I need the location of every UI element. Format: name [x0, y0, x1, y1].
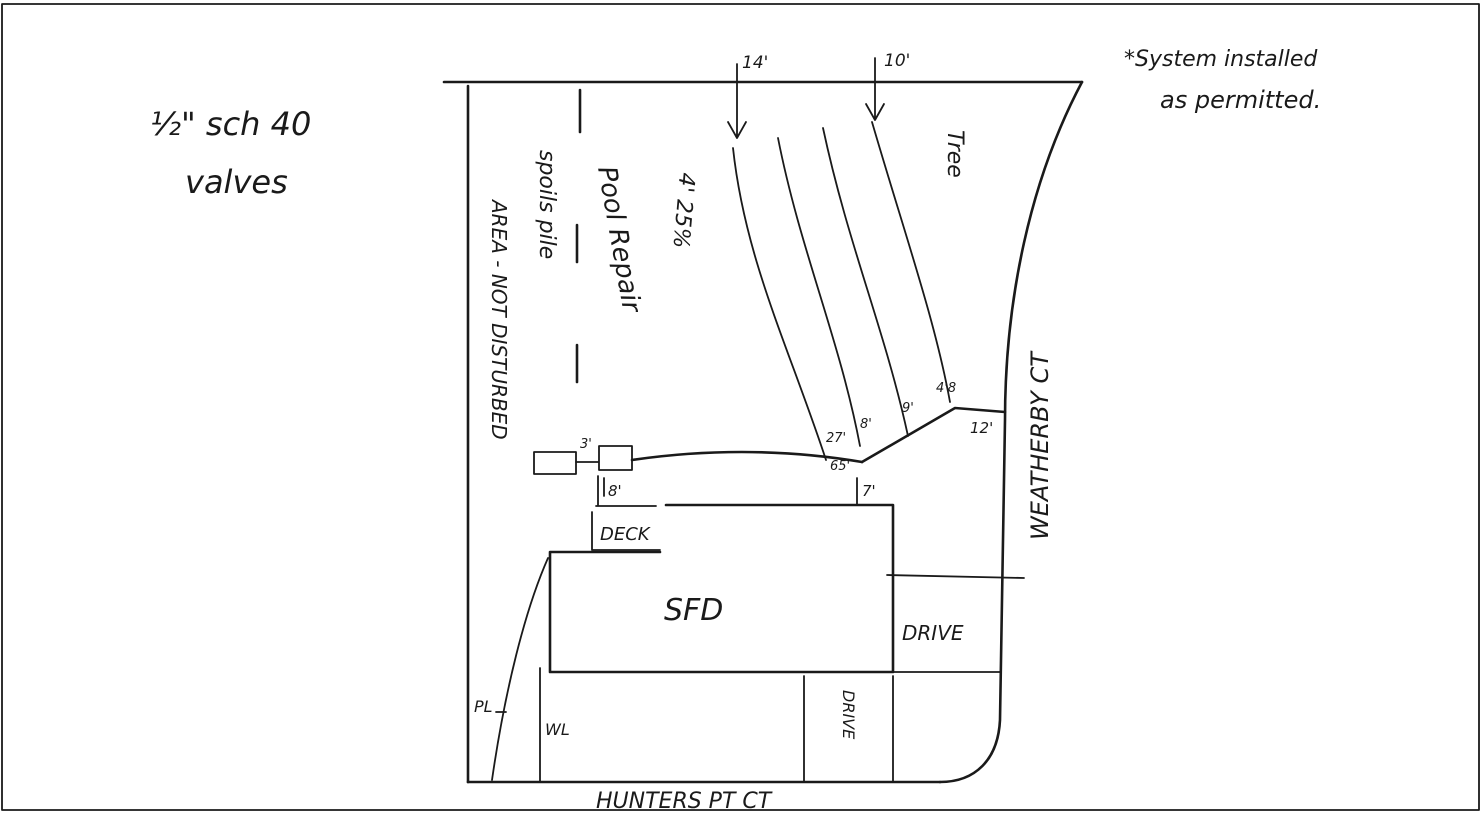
- house-outline: [548, 503, 895, 674]
- system-note-line2: as permitted.: [1160, 86, 1321, 114]
- effluent-line: [630, 450, 864, 464]
- trench-line: [871, 121, 951, 403]
- trench-line: [777, 137, 861, 447]
- drive-boundary: [886, 574, 1025, 579]
- property-line-label: PL: [474, 697, 493, 716]
- arrow-down-icon: [865, 57, 885, 121]
- weatherby-curb: [938, 80, 1084, 784]
- dim-trench-b: 8': [860, 417, 872, 432]
- grade-label: 4' 25%: [667, 171, 699, 249]
- dim-tank-gap: 3': [580, 437, 592, 452]
- dim-trench-a: 27': [826, 431, 846, 446]
- pipe-spec-line2: valves: [185, 163, 288, 201]
- page-frame: [1, 3, 1480, 811]
- hunters-street-label: HUNTERS PT CT: [596, 789, 773, 814]
- house-label: SFD: [664, 593, 723, 628]
- wall-label: WL: [545, 720, 570, 739]
- arrow-down-icon: [727, 63, 747, 139]
- pump-tank-icon: [598, 445, 633, 471]
- septic-tank-icon: [533, 451, 577, 475]
- drive-bottom-label: DRIVE: [839, 690, 858, 740]
- distribution-line: [860, 406, 1007, 464]
- retaining-wall: [491, 557, 549, 781]
- spoils-pile-label: spoils pile: [534, 150, 559, 259]
- dim-pipe-length: 65': [830, 459, 850, 474]
- dim-trench-c: 9': [902, 401, 914, 416]
- trench-line: [732, 147, 827, 461]
- dim-trench-d: 4'8: [936, 381, 956, 396]
- no-disturb-label: AREA - NOT DISTURBED: [487, 198, 511, 440]
- dim-line-spacing-b: 10': [884, 51, 910, 71]
- pipe-spec-line1: ½" sch 40: [150, 105, 311, 143]
- deck-outline: [591, 475, 661, 551]
- deck-label: DECK: [600, 524, 651, 545]
- dim-line-spacing-a: 14': [742, 53, 768, 73]
- trench-line: [822, 127, 909, 437]
- system-note-line1: *System installed: [1124, 47, 1318, 72]
- dim-tank-to-deck: 8': [608, 482, 622, 500]
- dim-setback-right: 12': [970, 419, 993, 437]
- pool-repair-label: Pool Repair: [591, 164, 647, 317]
- dim-house-setback: 7': [862, 482, 876, 500]
- tree-label: Tree: [942, 130, 967, 178]
- drive-right-label: DRIVE: [902, 621, 964, 645]
- weatherby-street-label: WEATHERBY CT: [1026, 350, 1054, 540]
